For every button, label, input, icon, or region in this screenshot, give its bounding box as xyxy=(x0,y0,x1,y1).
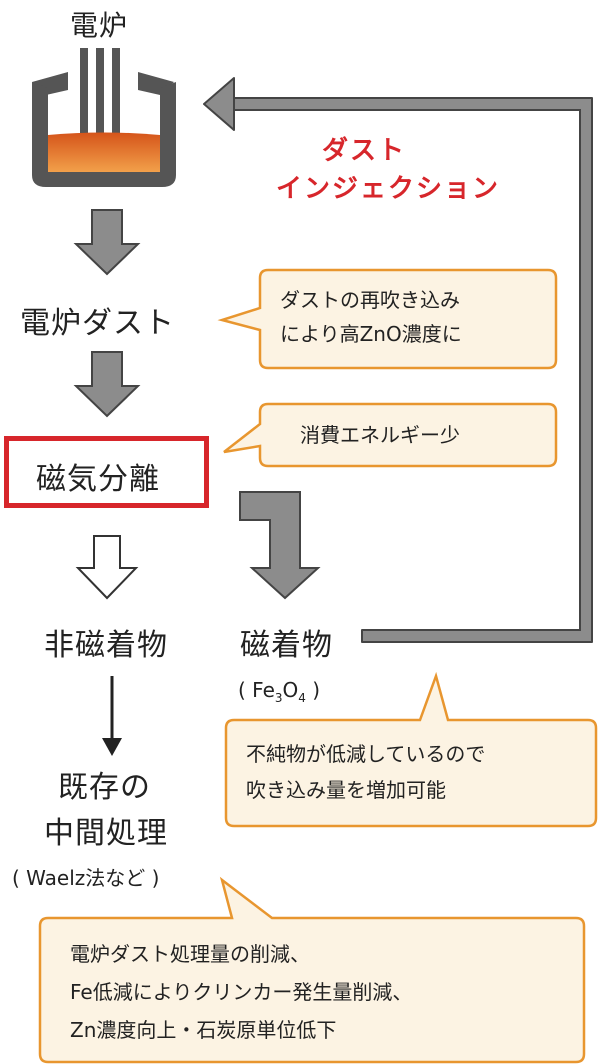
arrow-separation-to-nonmagnetic xyxy=(75,535,139,600)
dust-injection-title-line2: インジェクション xyxy=(276,174,501,204)
dust-node-label: 電炉ダスト xyxy=(20,306,175,341)
existing-process-line1: 既存の xyxy=(58,770,151,805)
existing-process-note: ( Waelz法など ) xyxy=(12,866,160,890)
callout-reinjection-line2: により高ZnO濃度に xyxy=(280,322,462,346)
magnetic-separation-label: 磁気分離 xyxy=(36,462,160,497)
arrow-nonmagnetic-to-existing xyxy=(102,676,122,756)
callout-impurity-line2: 吹き込み量を増加可能 xyxy=(246,778,446,802)
callout-benefits xyxy=(38,876,586,1064)
magnetic-label: 磁着物 xyxy=(240,628,333,663)
arrow-separation-to-magnetic xyxy=(239,491,321,600)
existing-process-line2: 中間処理 xyxy=(44,816,168,851)
non-magnetic-label: 非磁着物 xyxy=(44,628,168,663)
callout-energy xyxy=(223,402,558,468)
dust-injection-return-arrow xyxy=(203,77,593,643)
callout-benefits-line1: 電炉ダスト処理量の削減、 xyxy=(70,942,310,966)
callout-impurity xyxy=(224,671,598,828)
callout-energy-line1: 消費エネルギー少 xyxy=(300,423,460,447)
callout-reinjection xyxy=(217,268,558,370)
dust-injection-title-line1: ダスト xyxy=(322,136,407,166)
arrow-dust-to-separation xyxy=(73,351,141,418)
magnetic-separation-box xyxy=(4,436,209,508)
furnace-label: 電炉 xyxy=(70,9,129,42)
electric-furnace-icon xyxy=(32,48,176,187)
callout-reinjection-line1: ダストの再吹き込み xyxy=(280,288,460,312)
arrow-furnace-to-dust xyxy=(73,209,141,276)
callout-impurity-line1: 不純物が低減しているので xyxy=(246,742,486,766)
callout-benefits-line2: Fe低減によりクリンカー発生量削減、 xyxy=(70,980,413,1004)
magnetic-formula: ( Fe3O4 ) xyxy=(238,678,321,705)
callout-benefits-line3: Zn濃度向上・石炭原単位低下 xyxy=(70,1018,337,1042)
